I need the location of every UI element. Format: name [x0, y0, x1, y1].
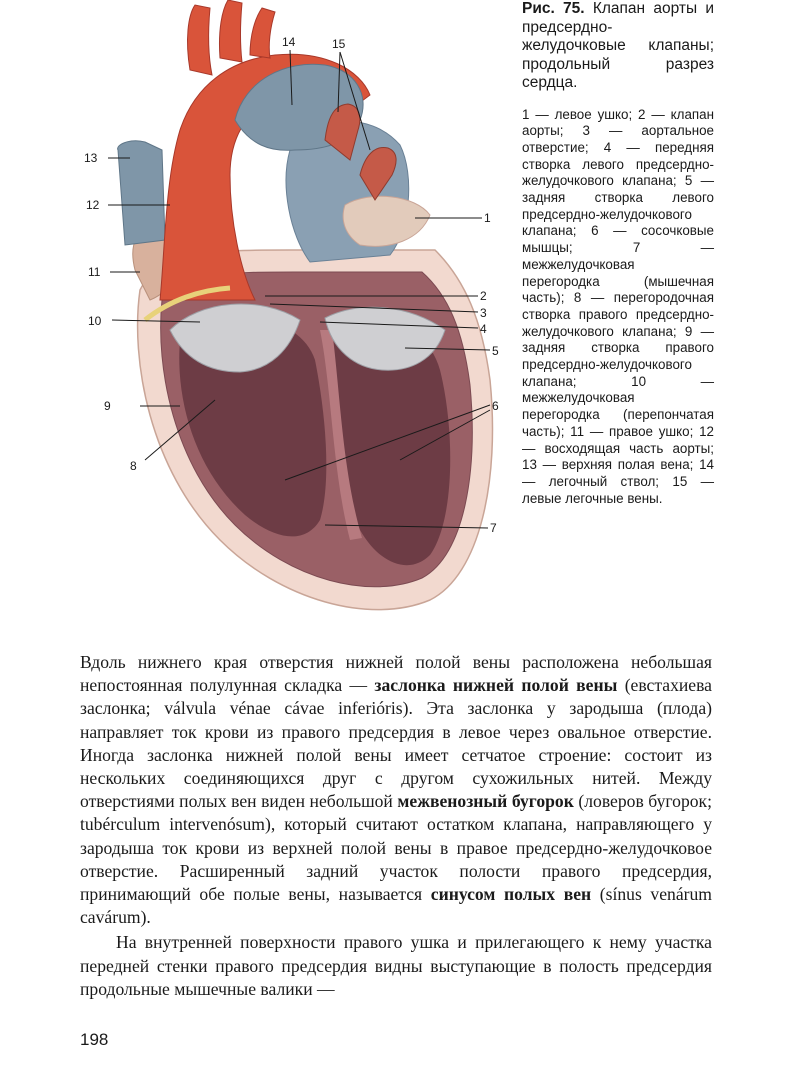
figure-title: Рис. 75. Клапан аорты и предсердно-желуд… — [522, 0, 714, 93]
heart-illustration: 1 2 3 4 5 6 7 8 9 10 11 12 13 14 15 — [70, 0, 515, 625]
leader-lines — [108, 49, 491, 529]
interventricular-septum — [320, 330, 362, 540]
ascending-aorta — [159, 53, 371, 301]
epicardial-fat — [143, 285, 231, 322]
pulmonary-vein-2 — [359, 146, 397, 201]
callout-4: 4 — [480, 322, 487, 336]
term-inferior-vena-cava-valve: заслонка нижней полой вены — [374, 675, 618, 696]
callout-6: 6 — [492, 399, 499, 413]
callout-15: 15 — [332, 37, 346, 51]
callout-7: 7 — [490, 521, 497, 535]
figure-title-text: Клапан аорты и предсердно-желудочковые к… — [522, 0, 714, 91]
aortic-branch-1 — [187, 4, 213, 76]
callout-12: 12 — [86, 198, 100, 212]
term-sinus-venarum: синусом полых вен — [430, 884, 592, 905]
callout-1: 1 — [484, 211, 491, 225]
callout-5: 5 — [492, 344, 499, 358]
right-av-valve — [169, 303, 301, 373]
paragraph-1: Вдоль нижнего края отверстия нижней поло… — [80, 651, 712, 929]
paragraph-1-text-1: Вдоль нижнего края отверстия нижней поло… — [80, 652, 712, 696]
paragraph-1-text-4: (sínus venárum cavárum). — [80, 884, 712, 928]
figure-label: Рис. 75. — [522, 0, 585, 17]
page-number: 198 — [80, 1030, 109, 1049]
callout-8: 8 — [130, 459, 137, 473]
callout-13: 13 — [84, 151, 98, 165]
callout-10: 10 — [88, 314, 102, 328]
paragraph-1-text-3: (ловеров бугорок; tubérculum intervenósu… — [80, 791, 712, 905]
paragraph-1-text-2: (евстахиева заслонка; válvula vénae cáva… — [80, 675, 712, 812]
callout-14: 14 — [282, 35, 296, 49]
left-auricle — [342, 195, 431, 247]
body-text: Вдоль нижнего края отверстия нижней поло… — [80, 651, 712, 1001]
pulmonary-vein-1 — [324, 103, 361, 161]
callout-3: 3 — [480, 306, 487, 320]
superior-vena-cava — [117, 140, 166, 246]
aortic-branch-2 — [219, 0, 243, 63]
figure-caption: Рис. 75. Клапан аорты и предсердно-желуд… — [522, 0, 714, 507]
right-ventricle-cavity — [179, 317, 327, 537]
callout-11: 11 — [88, 265, 101, 279]
figure-legend: 1 — левое ушко; 2 — клапан аорты; 3 — ао… — [522, 106, 714, 506]
heart-section-drawing: 1 2 3 4 5 6 7 8 9 10 11 12 13 14 15 — [84, 0, 499, 611]
term-intervenous-tubercle: межвенозный бугорок — [397, 791, 574, 812]
callout-2: 2 — [480, 289, 487, 303]
callout-9: 9 — [104, 399, 111, 413]
paragraph-2: На внутренней поверхности правого ушка и… — [80, 932, 712, 999]
aortic-branch-3 — [249, 7, 276, 59]
